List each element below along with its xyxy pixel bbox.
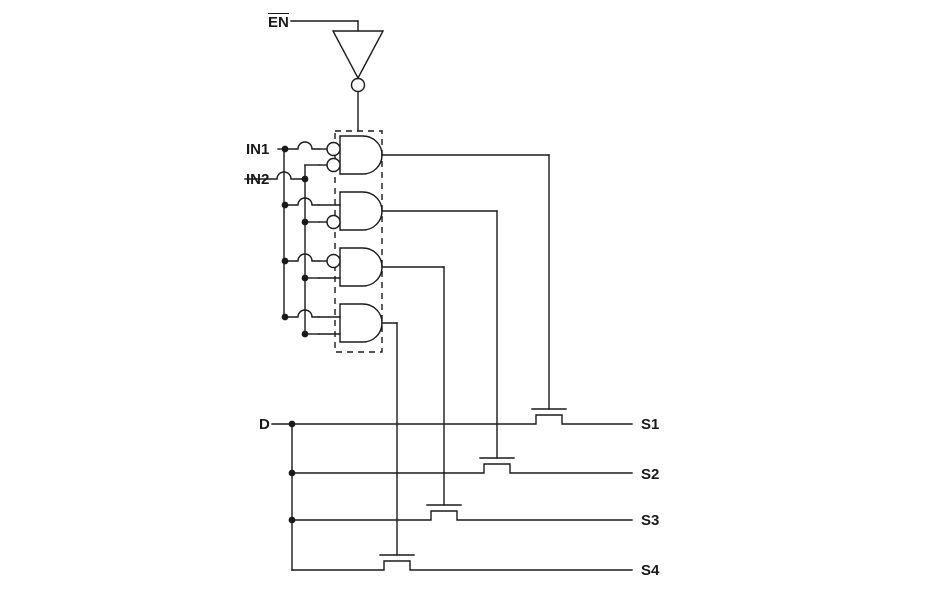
decoder-dashed-boundary	[334, 130, 383, 353]
gate1-input-a-wire	[283, 141, 320, 150]
nand-gate-2	[339, 191, 383, 231]
in1-input-label: IN1	[246, 141, 270, 158]
in2-input-label: IN2	[246, 171, 270, 188]
nand-gate-1	[339, 135, 383, 175]
in2-entry-hop	[244, 171, 306, 180]
pass-transistor-s4-channel	[291, 560, 633, 571]
d-input-label: D	[259, 416, 270, 433]
inverter-bubble-icon	[350, 77, 366, 93]
gate3-input-a-wire	[283, 253, 320, 262]
dot-in1-gate3	[281, 257, 289, 265]
gate4-input-a-wire	[283, 309, 320, 318]
gate1-input-b-bubble-icon	[326, 157, 341, 173]
dot-in2-gate4	[301, 330, 309, 338]
gate1-input-a-bubble-icon	[326, 141, 341, 157]
dot-in2-gate2	[301, 218, 309, 226]
s3-output-label: S3	[641, 512, 660, 529]
pass-transistor-s3-channel	[291, 510, 633, 521]
s1-output-label: S1	[641, 416, 660, 433]
s2-output-label: S2	[641, 466, 660, 483]
dot-in2-gate3	[301, 274, 309, 282]
gate2-input-b-bubble-icon	[326, 214, 341, 230]
dot-in1-gate4	[281, 313, 289, 321]
nand-gate-3	[339, 247, 383, 287]
dot-in2-tap	[301, 175, 309, 183]
dot-in1-gate2	[281, 201, 289, 209]
s4-output-label: S4	[641, 562, 660, 579]
dot-in1-tap	[281, 145, 289, 153]
gate2-input-a-wire	[283, 197, 320, 206]
enable-inverter	[331, 30, 385, 80]
pass-transistor-s1-channel	[291, 414, 633, 425]
enable-input-label: EN	[268, 13, 289, 31]
pass-transistor-s2-channel	[291, 463, 633, 474]
gate3-input-a-bubble-icon	[326, 253, 341, 269]
nand-gate-4	[339, 303, 383, 343]
